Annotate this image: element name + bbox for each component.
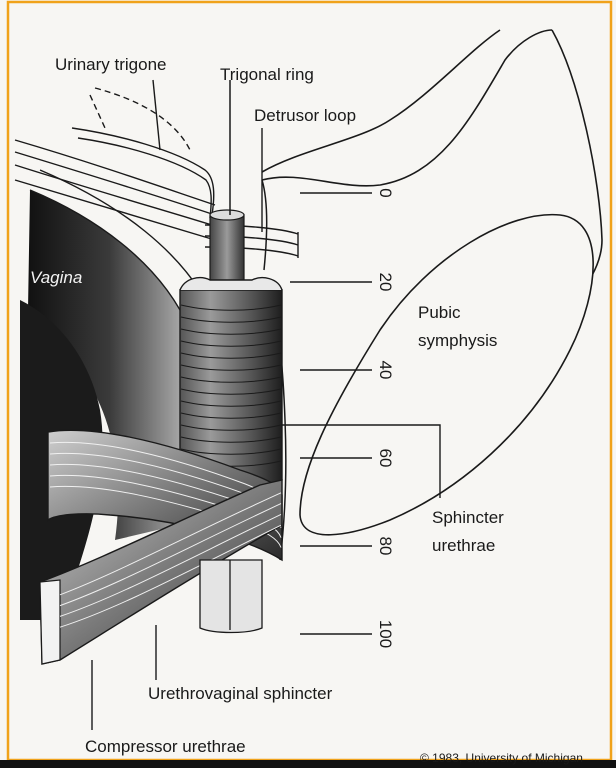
scale-mark-100: 100 (376, 620, 395, 648)
label-urinary-trigone: Urinary trigone (55, 55, 167, 74)
label-trigonal-ring: Trigonal ring (220, 65, 314, 84)
scale-mark-20: 20 (376, 273, 395, 292)
label-pubic-symphysis-line2: symphysis (418, 331, 497, 350)
scale-mark-80: 80 (376, 537, 395, 556)
copyright-notice: © 1983, University of Michigan (420, 751, 583, 765)
label-vagina: Vagina (30, 268, 82, 287)
label-compressor-urethrae: Compressor urethrae (85, 737, 246, 756)
label-urethrovaginal-sphincter: Urethrovaginal sphincter (148, 684, 333, 703)
scale-mark-40: 40 (376, 361, 395, 380)
label-sphincter-urethrae-line1: Sphincter (432, 508, 504, 527)
label-pubic-symphysis-line1: Pubic (418, 303, 461, 322)
label-detrusor-loop: Detrusor loop (254, 106, 356, 125)
scale-mark-0: 0 (376, 188, 395, 197)
label-sphincter-urethrae-line2: urethrae (432, 536, 495, 555)
lower-urethra (200, 560, 262, 633)
scale-mark-60: 60 (376, 449, 395, 468)
